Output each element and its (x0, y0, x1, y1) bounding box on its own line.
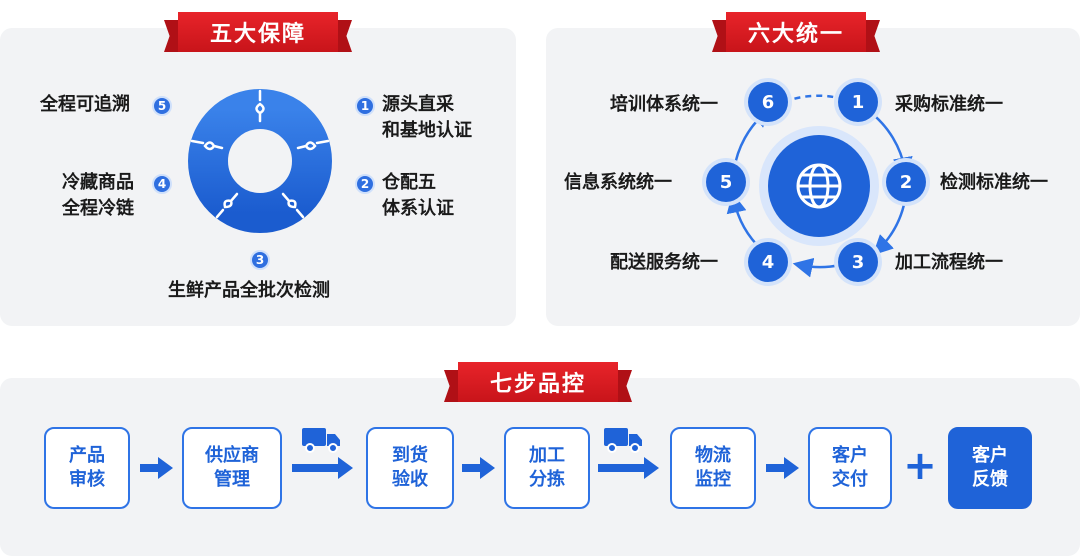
guarantee-2-line2: 体系认证 (382, 198, 454, 219)
six-unifications-title-text: 六大统一 (747, 22, 844, 47)
guarantee-1-badge: 1 (355, 96, 375, 116)
unify-2-label: 检测标准统一 (940, 172, 1048, 193)
step-4-line2: 分拣 (529, 469, 565, 490)
step-5-box: 物流 监控 (670, 427, 756, 509)
unify-6-node: 6 (748, 82, 788, 122)
unify-4-label: 配送服务统一 (610, 252, 718, 273)
step-1-line1: 产品 (69, 445, 105, 466)
five-guarantees-title: 五大保障 (178, 12, 338, 52)
seven-step-title: 七步品控 (458, 362, 618, 402)
arrow-right-icon (462, 457, 495, 479)
step-3-line2: 验收 (392, 469, 428, 490)
guarantee-2-badge: 2 (355, 174, 375, 194)
unify-1-node: 1 (838, 82, 878, 122)
guarantee-2-line1: 仓配五 (382, 172, 436, 193)
arrow-right-icon (292, 457, 353, 479)
step-5-line2: 监控 (695, 469, 731, 490)
unify-3-node: 3 (838, 242, 878, 282)
guarantee-4-badge: 4 (152, 174, 172, 194)
unify-6-label: 培训体系统一 (610, 94, 718, 115)
arrow-right-icon (598, 457, 659, 479)
arrow-right-icon (140, 457, 173, 479)
guarantee-4-line2: 全程冷链 (62, 198, 134, 219)
step-2-line1: 供应商 (205, 445, 259, 466)
unify-5-node: 5 (706, 162, 746, 202)
guarantee-5-badge: 5 (152, 96, 172, 116)
unify-1-label: 采购标准统一 (895, 94, 1003, 115)
step-5-line1: 物流 (695, 445, 731, 466)
unify-3-label: 加工流程统一 (895, 252, 1003, 273)
step-4-line1: 加工 (529, 445, 565, 466)
five-guarantees-panel (0, 28, 516, 326)
step-2-line2: 管理 (214, 469, 250, 490)
seven-step-title-text: 七步品控 (489, 372, 586, 397)
step-6-box: 客户 交付 (808, 427, 892, 509)
guarantee-3-label: 生鲜产品全批次检测 (168, 280, 330, 301)
step-1-box: 产品 审核 (44, 427, 130, 509)
step-3-box: 到货 验收 (366, 427, 454, 509)
unify-2-node: 2 (886, 162, 926, 202)
step-6-line1: 客户 (832, 445, 868, 466)
step-1-line2: 审核 (69, 469, 105, 490)
step-3-line1: 到货 (392, 445, 428, 466)
guarantee-1-line1: 源头直采 (382, 94, 454, 115)
step-7-line1: 客户 (972, 445, 1008, 466)
guarantee-5-label: 全程可追溯 (40, 94, 130, 115)
arrow-right-icon (766, 457, 799, 479)
unify-4-node: 4 (748, 242, 788, 282)
unify-5-label: 信息系统统一 (564, 172, 672, 193)
guarantee-3-badge: 3 (250, 250, 270, 270)
step-7-line2: 反馈 (972, 469, 1008, 490)
step-4-box: 加工 分拣 (504, 427, 590, 509)
puzzle-ring (188, 89, 332, 233)
step-2-box: 供应商 管理 (182, 427, 282, 509)
globe-icon (796, 163, 842, 209)
truck-icon (604, 428, 642, 453)
five-guarantees-title-text: 五大保障 (209, 22, 306, 47)
six-unifications-title: 六大统一 (726, 12, 866, 52)
guarantee-4-line1: 冷藏商品 (62, 172, 134, 193)
step-6-line2: 交付 (832, 469, 868, 490)
step-7-box: 客户 反馈 (948, 427, 1032, 509)
guarantee-1-line2: 和基地认证 (382, 120, 472, 141)
plus-sign: + (903, 443, 937, 489)
truck-icon (302, 428, 340, 453)
